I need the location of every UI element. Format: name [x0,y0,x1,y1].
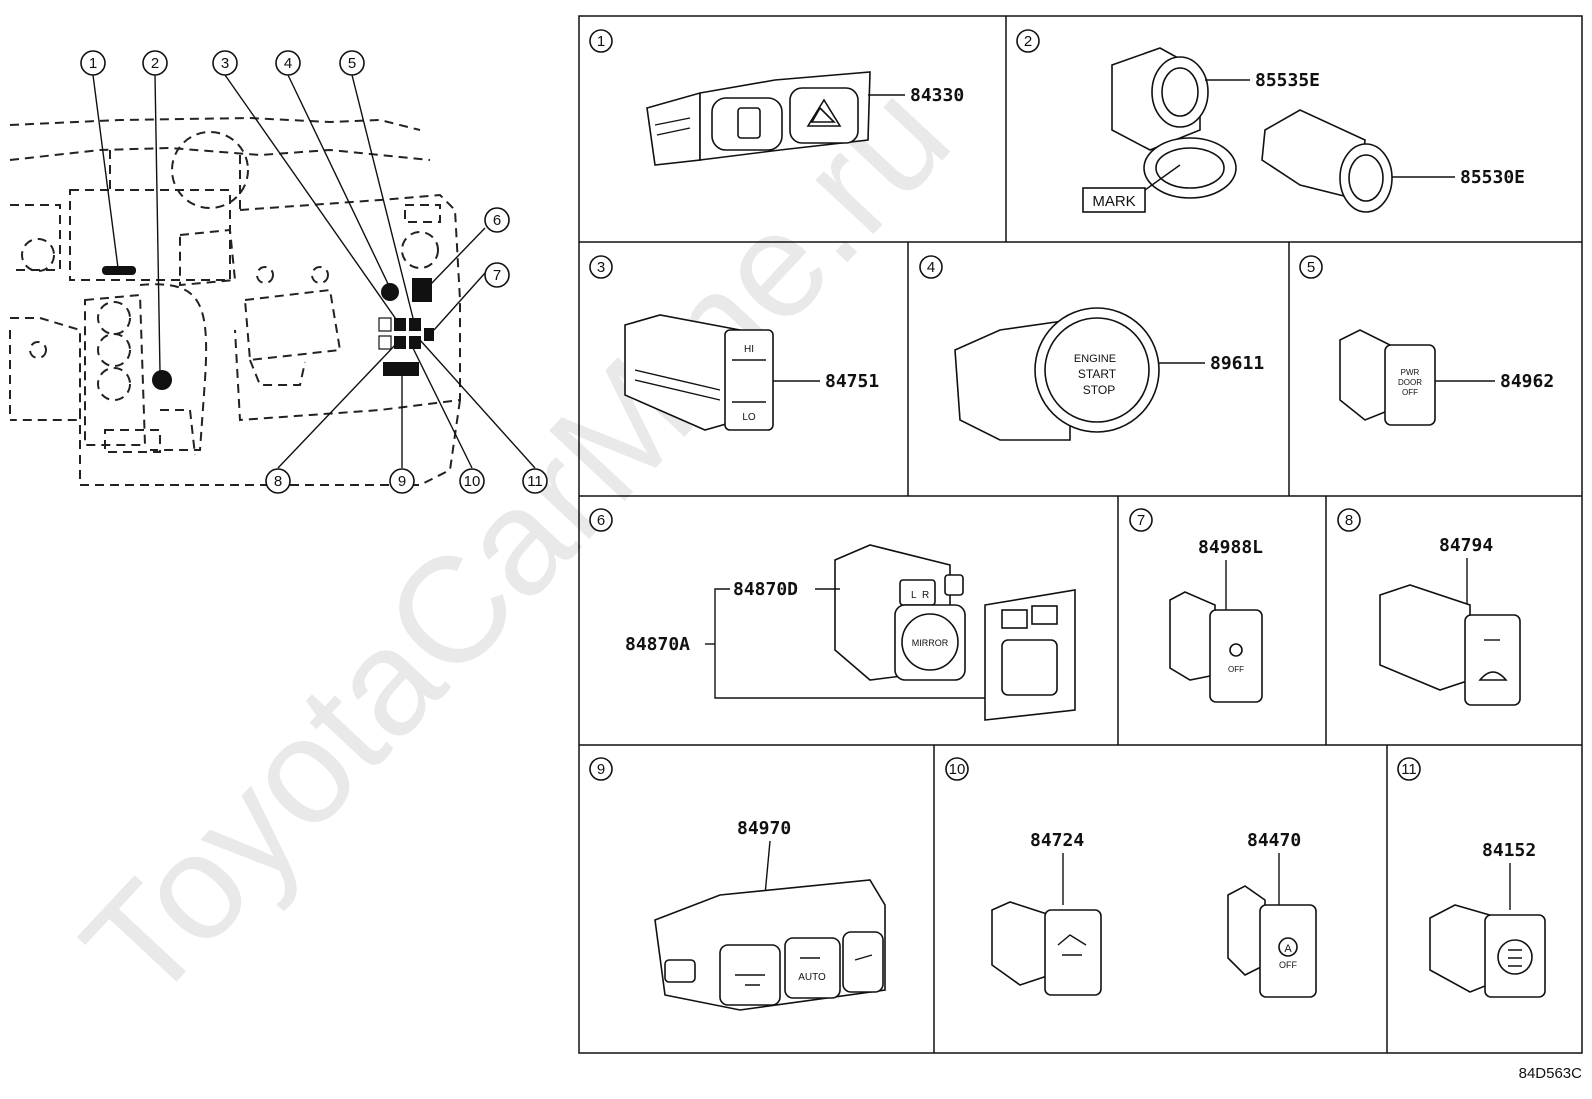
svg-text:OFF: OFF [1228,665,1244,674]
drawing-code: 84D563C [1519,1065,1583,1082]
engine-start-button-drawing: ENGINE START STOP [954,307,1160,441]
svg-text:9: 9 [597,761,605,778]
callout-1: 1 [80,50,106,76]
callout-leaders [92,74,536,469]
mirror-switch-drawing: L R MIRROR [834,544,1076,721]
svg-text:STOP: STOP [1083,383,1115,397]
svg-text:4: 4 [927,259,935,276]
svg-text:OFF: OFF [1279,960,1297,970]
svg-text:MIRROR: MIRROR [912,638,949,648]
vsc-off-switch-drawing: OFF [1169,591,1263,703]
callout-5: 5 [339,50,365,76]
svg-text:10: 10 [464,473,481,490]
4wd-switch-drawing [991,901,1102,996]
panel-9: 9 84970 AUTO [589,757,886,1011]
svg-text:LO: LO [742,412,756,423]
panel-8: 8 84794 [1337,508,1521,706]
callout-10: 10 [459,468,485,494]
rear-defogger-switch-drawing [1379,584,1521,706]
panel-grid [578,15,1583,1054]
callout-9: 9 [389,468,415,494]
light-control-switch-drawing [1429,904,1546,998]
svg-text:2: 2 [1024,33,1032,50]
panel-11: 11 84152 [1397,757,1546,998]
svg-text:OFF: OFF [1402,388,1418,397]
part-84988L: 84988L [1198,537,1263,558]
panel-10: 10 84724 84470 A OFF [945,757,1317,998]
part-84970: 84970 [737,818,791,839]
panel-7: 7 84988L OFF [1129,508,1263,703]
part-84330: 84330 [910,85,964,106]
svg-text:ENGINE: ENGINE [1074,353,1116,365]
part-84152: 84152 [1482,840,1536,861]
part-89611: 89611 [1210,353,1264,374]
part-85535E: 85535E [1255,70,1320,91]
callout-4: 4 [275,50,301,76]
panel-1: 1 84330 [589,29,964,166]
dashboard-overview [9,116,461,486]
svg-text:6: 6 [597,512,605,529]
svg-text:L: L [911,590,917,601]
socket-85530E-drawing [1261,109,1393,213]
svg-text:3: 3 [221,55,229,72]
part-84962: 84962 [1500,371,1554,392]
power-door-switch-drawing: PWR DOOR OFF [1339,329,1436,426]
callout-8: 8 [265,468,291,494]
svg-text:START: START [1078,367,1117,381]
svg-text:9: 9 [398,473,406,490]
hazard-switch-drawing [646,71,871,166]
svg-text:11: 11 [1401,761,1417,778]
svg-text:R: R [922,590,929,601]
panel-5: 5 PWR DOOR OFF 84962 [1299,255,1554,426]
svg-text:DOOR: DOOR [1398,378,1422,387]
svg-text:5: 5 [348,55,356,72]
part-84724: 84724 [1030,830,1084,851]
svg-text:AUTO: AUTO [798,972,826,983]
svg-text:PWR: PWR [1401,368,1420,377]
svg-text:8: 8 [274,473,282,490]
svg-text:10: 10 [949,761,966,778]
svg-text:7: 7 [1137,512,1145,529]
svg-text:1: 1 [597,33,605,50]
svg-text:7: 7 [493,267,501,284]
panel-2: 2 85535E MARK 85530E [1016,29,1525,213]
panel-6: 6 L R MIRROR 84870D 84870A [589,508,1076,721]
panel-4: 4 ENGINE START STOP 89611 [919,255,1264,441]
callout-6: 6 [484,207,510,233]
socket-85535E-drawing [1111,47,1237,199]
part-84470: 84470 [1247,830,1301,851]
panel-3: 3 HI LO 84751 [589,255,879,431]
callout-7: 7 [484,262,510,288]
part-85530E: 85530E [1460,167,1525,188]
svg-text:8: 8 [1345,512,1353,529]
headlamp-switch-drawing: AUTO [654,879,886,1011]
part-84870D: 84870D [733,579,798,600]
part-84870A: 84870A [625,634,690,655]
callout-3: 3 [212,50,238,76]
callout-2: 2 [142,50,168,76]
seat-heater-switch-drawing: HI LO [624,314,774,431]
part-84751: 84751 [825,371,879,392]
svg-text:3: 3 [597,259,605,276]
svg-text:5: 5 [1307,259,1315,276]
svg-text:1: 1 [89,55,97,72]
svg-text:A: A [1284,943,1292,955]
svg-text:HI: HI [744,344,754,355]
svg-text:11: 11 [527,473,543,490]
part-84794: 84794 [1439,535,1493,556]
auto-hold-switch-drawing: A OFF [1227,885,1317,998]
svg-text:6: 6 [493,212,501,229]
callout-11: 11 [522,468,548,494]
svg-text:2: 2 [151,55,159,72]
svg-text:4: 4 [284,55,292,72]
mark-label: MARK [1092,193,1135,210]
